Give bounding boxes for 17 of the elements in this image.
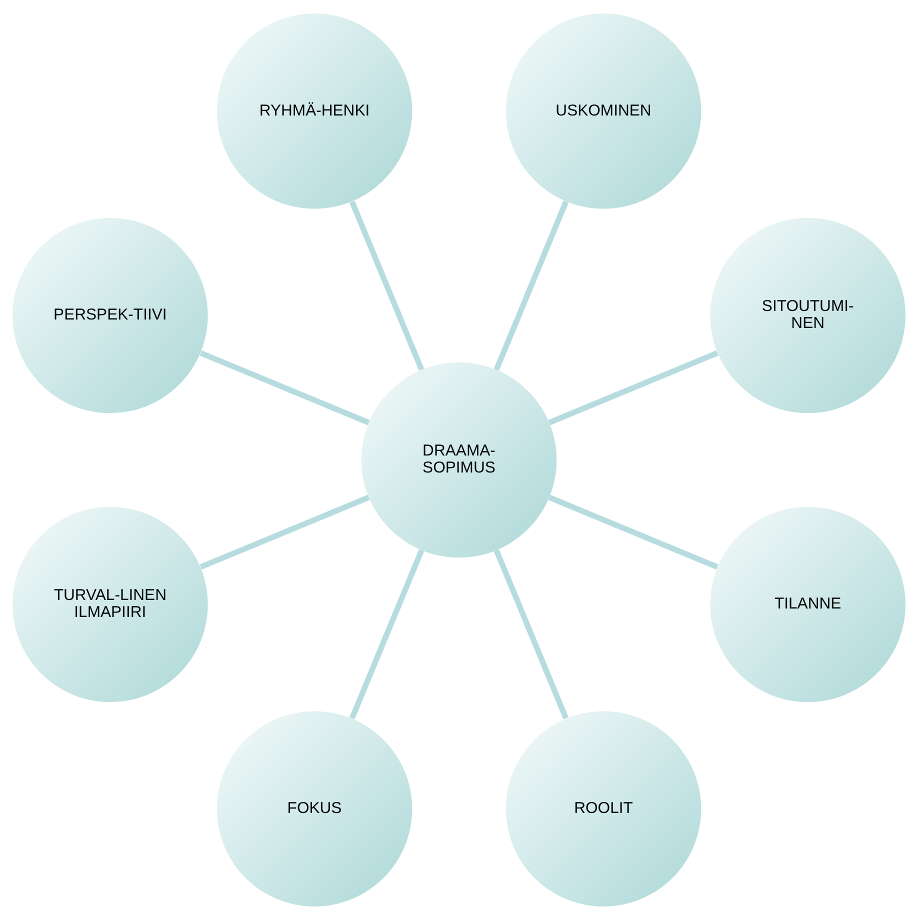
connector [548,494,718,570]
node-circle: PERSPEK-TIIVI [12,217,208,413]
connector [494,548,569,719]
connector [349,200,424,370]
connector [349,548,424,719]
node-circle: TILANNE [710,506,906,702]
connector [200,494,370,570]
node-circle: USKOMINEN [506,13,702,208]
node-circle: RYHMÄ-HENKI [216,13,412,208]
node-circle: ROOLIT [506,710,702,906]
connector [548,350,718,425]
node-circle: SITOUTUMI- NEN [710,217,906,413]
node-circle: FOKUS [216,710,412,906]
node-circle: DRAAMA- SOPIMUS [361,362,557,558]
node-circle: TURVAL-LINEN ILMAPIIRI [12,506,208,702]
connector [494,200,569,370]
connector [200,350,370,425]
